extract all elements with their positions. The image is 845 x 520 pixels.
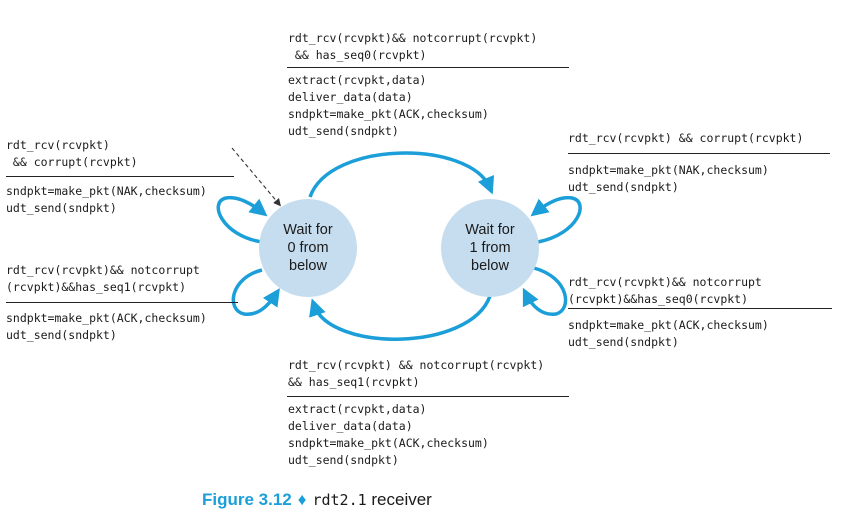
transition-right-lower-event: rdt_rcv(rcvpkt)&& notcorrupt (rcvpkt)&&h…: [568, 275, 762, 306]
transition-right-lower-divider: [568, 308, 832, 309]
state-label-line: Wait for: [283, 222, 333, 238]
transition-bottom-divider: [287, 396, 569, 397]
state-label-line: 0 from: [287, 240, 329, 256]
transition-right-lower-actions: sndpkt=make_pkt(ACK,checksum) udt_send(s…: [568, 318, 769, 349]
initial-transition-arrow: [231, 147, 281, 207]
transition-left-lower-actions: sndpkt=make_pkt(ACK,checksum) udt_send(s…: [6, 311, 207, 342]
transition-arrow-bottom: [309, 295, 492, 341]
state-wait-for-1: Wait for 1 from below: [441, 199, 539, 297]
state-label-line: below: [289, 258, 327, 274]
transition-right-upper-actions: sndpkt=make_pkt(NAK,checksum) udt_send(s…: [568, 163, 769, 194]
transition-left-upper-actions: sndpkt=make_pkt(NAK,checksum) udt_send(s…: [6, 184, 207, 215]
caption-code: rdt2.1: [312, 491, 367, 509]
diamond-separator-icon: ♦: [297, 490, 307, 509]
transition-left-upper-divider: [6, 176, 234, 177]
transition-left-lower-divider: [6, 302, 238, 303]
self-loop-left-upper: [216, 195, 268, 244]
state-label-line: Wait for: [465, 222, 515, 238]
transition-left-lower-event: rdt_rcv(rcvpkt)&& notcorrupt (rcvpkt)&&h…: [6, 263, 200, 294]
self-loop-right-lower: [522, 266, 568, 316]
state-label-line: below: [471, 258, 509, 274]
transition-top-divider: [287, 67, 569, 68]
state-label-line: 1 from: [469, 240, 511, 256]
self-loop-left-lower: [231, 268, 280, 316]
transition-top-event: rdt_rcv(rcvpkt)&& notcorrupt(rcvpkt) && …: [288, 31, 538, 62]
caption-text: receiver: [371, 490, 432, 509]
transition-bottom-event: rdt_rcv(rcvpkt) && notcorrupt(rcvpkt) &&…: [288, 358, 545, 389]
transition-right-upper-divider: [568, 153, 830, 154]
transition-top-actions: extract(rcvpkt,data) deliver_data(data) …: [288, 73, 489, 138]
figure-number: Figure 3.12: [202, 490, 292, 509]
figure-caption: Figure 3.12 ♦ rdt2.1 receiver: [202, 490, 432, 510]
state-wait-for-0: Wait for 0 from below: [259, 199, 357, 297]
transition-right-upper-event: rdt_rcv(rcvpkt) && corrupt(rcvpkt): [568, 131, 804, 145]
transition-arrow-top: [308, 151, 495, 198]
self-loop-right-upper: [530, 195, 582, 244]
transition-left-upper-event: rdt_rcv(rcvpkt) && corrupt(rcvpkt): [6, 138, 138, 169]
transition-bottom-actions: extract(rcvpkt,data) deliver_data(data) …: [288, 402, 489, 467]
